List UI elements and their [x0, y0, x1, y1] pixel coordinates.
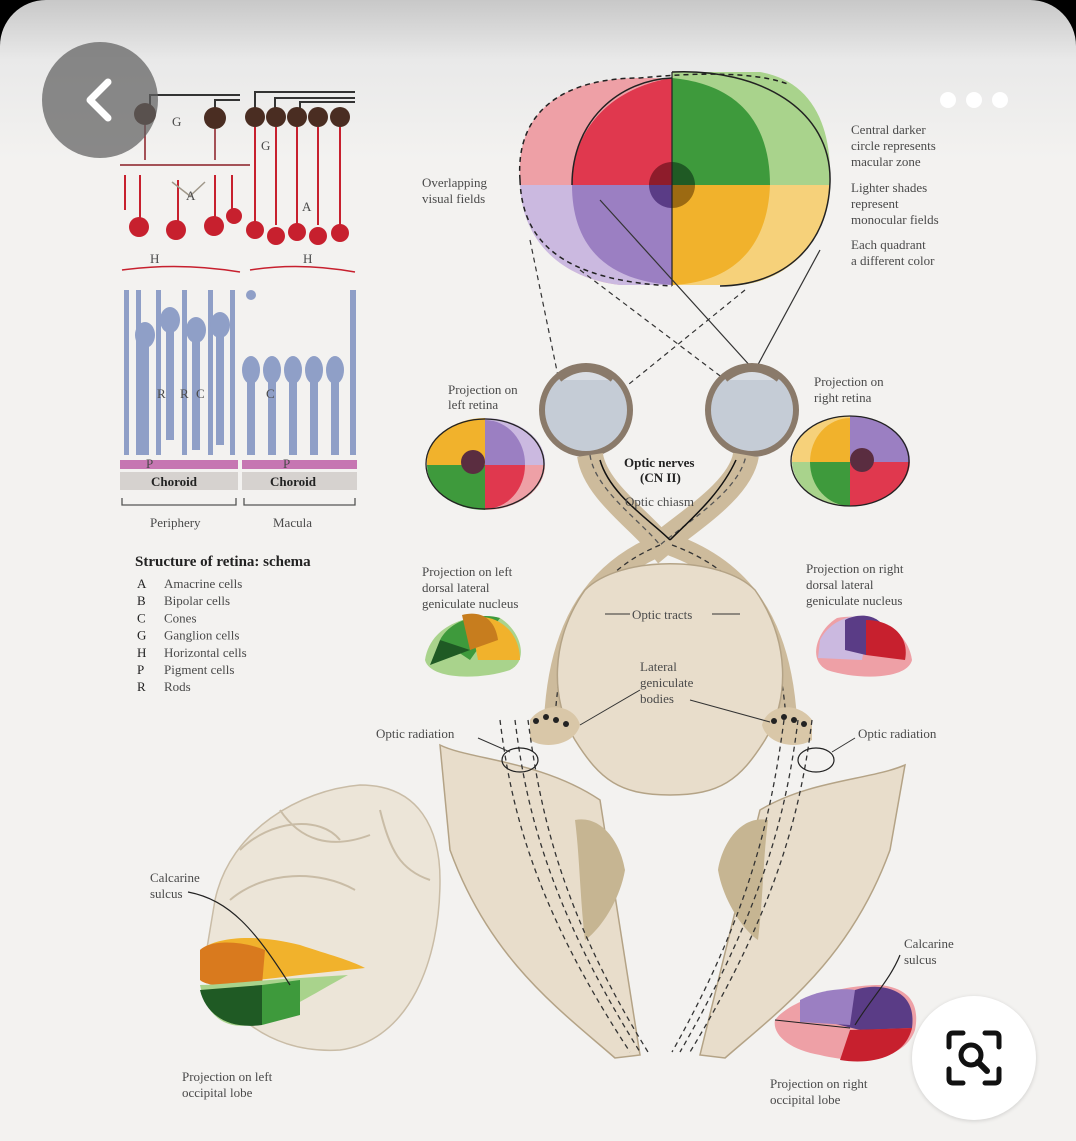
- label-quadrant-1: Each quadrant: [851, 237, 926, 252]
- legend-key: H: [137, 645, 146, 660]
- label-central-2: circle represents: [851, 138, 936, 153]
- label-lighter-3: monocular fields: [851, 212, 939, 227]
- right-eye: [705, 363, 799, 457]
- label-lateral-3: bodies: [640, 691, 674, 706]
- choroid-label-left: Choroid: [151, 474, 198, 489]
- label-optic-chiasm: Optic chiasm: [625, 494, 694, 509]
- label-central-3: macular zone: [851, 154, 921, 169]
- label-h-2: H: [303, 251, 312, 266]
- leader-lines: [477, 613, 856, 753]
- label-proj-right-retina-1: Projection on: [814, 374, 884, 389]
- label-proj-left-occ-2: occipital lobe: [182, 1085, 253, 1100]
- left-occipital-lobe: [187, 784, 441, 1051]
- right-lgn-projection: [816, 615, 912, 677]
- figure-labels: Overlapping visual fields Central darker…: [150, 122, 954, 1107]
- label-h-1: H: [150, 251, 159, 266]
- legend-key: P: [137, 662, 144, 677]
- label-proj-left-lgn-1: Projection on left: [422, 564, 513, 579]
- label-a-2: A: [302, 199, 312, 214]
- lens-search-icon: [946, 1030, 1002, 1086]
- more-dot-3: [992, 92, 1008, 108]
- label-lateral-2: geniculate: [640, 675, 694, 690]
- label-r-1: R: [157, 386, 166, 401]
- chevron-left-icon: [86, 78, 112, 122]
- label-proj-right-lgn-1: Projection on right: [806, 561, 904, 576]
- choroid-label-right: Choroid: [270, 474, 317, 489]
- visual-fields: [518, 71, 831, 287]
- label-proj-right-occ-2: occipital lobe: [770, 1092, 841, 1107]
- label-proj-left-retina-1: Projection on: [448, 382, 518, 397]
- label-proj-right-occ-1: Projection on right: [770, 1076, 868, 1091]
- brainstem: [530, 563, 812, 796]
- label-optic-tracts: Optic tracts: [632, 607, 692, 622]
- label-g-2: G: [261, 138, 270, 153]
- label-proj-left-occ-1: Projection on left: [182, 1069, 273, 1084]
- label-proj-left-retina-2: left retina: [448, 397, 498, 412]
- label-calcarine-left-2: sulcus: [150, 886, 183, 901]
- label-c-2: C: [266, 386, 275, 401]
- left-eye: [539, 363, 633, 457]
- label-proj-right-lgn-2: dorsal lateral: [806, 577, 874, 592]
- retina-schema-title: Structure of retina: schema: [135, 554, 311, 570]
- label-optic-radiation-right: Optic radiation: [858, 726, 937, 741]
- label-c-1: C: [196, 386, 205, 401]
- right-occipital-lobe: [774, 954, 917, 1062]
- legend-name: Pigment cells: [164, 662, 234, 677]
- label-g-1: G: [172, 114, 181, 129]
- label-proj-right-retina-2: right retina: [814, 390, 872, 405]
- legend-name: Amacrine cells: [164, 576, 242, 591]
- label-proj-right-lgn-3: geniculate nucleus: [806, 593, 902, 608]
- label-calcarine-right-1: Calcarine: [904, 936, 954, 951]
- right-retina-projection: [790, 415, 911, 507]
- legend-name: Rods: [164, 679, 191, 694]
- more-dots-icon: [940, 92, 956, 108]
- periphery-neurons: [120, 103, 250, 455]
- label-proj-left-lgn-2: dorsal lateral: [422, 580, 490, 595]
- left-lgn-projection: [425, 613, 521, 677]
- label-optic-nerves-2: (CN II): [640, 470, 681, 485]
- back-button[interactable]: [42, 42, 158, 158]
- more-dot-2: [966, 92, 982, 108]
- legend-name: Cones: [164, 610, 197, 625]
- label-overlapping-2: visual fields: [422, 191, 485, 206]
- label-overlapping-1: Overlapping: [422, 175, 487, 190]
- label-p-1: P: [146, 456, 153, 471]
- legend-key: C: [137, 610, 146, 625]
- label-optic-nerves-1: Optic nerves: [624, 455, 694, 470]
- legend-name: Bipolar cells: [164, 593, 230, 608]
- legend-key: G: [137, 628, 146, 643]
- label-p-2: P: [283, 456, 290, 471]
- label-lighter-2: represent: [851, 196, 899, 211]
- legend-name: Ganglion cells: [164, 628, 239, 643]
- macula-label: Macula: [273, 515, 312, 530]
- retina-schema: G G A A H H R R C C P P Choroid Choroid …: [120, 91, 357, 694]
- lens-search-button[interactable]: [912, 996, 1036, 1120]
- label-calcarine-right-2: sulcus: [904, 952, 937, 967]
- label-quadrant-2: a different color: [851, 253, 935, 268]
- legend-name: Horizontal cells: [164, 645, 247, 660]
- label-optic-radiation-left: Optic radiation: [376, 726, 455, 741]
- label-calcarine-left-1: Calcarine: [150, 870, 200, 885]
- left-retina-projection: [425, 417, 546, 510]
- legend-key: A: [137, 576, 147, 591]
- legend-key: R: [137, 679, 146, 694]
- legend-key: B: [137, 593, 146, 608]
- periphery-label: Periphery: [150, 515, 201, 530]
- macula-neurons: [242, 107, 356, 455]
- label-central-1: Central darker: [851, 122, 926, 137]
- more-options-button[interactable]: [934, 84, 1014, 116]
- label-a-1: A: [186, 188, 196, 203]
- label-lighter-1: Lighter shades: [851, 180, 927, 195]
- cortex-slices: [439, 719, 906, 1059]
- label-proj-left-lgn-3: geniculate nucleus: [422, 596, 518, 611]
- label-r-2: R: [180, 386, 189, 401]
- label-lateral-1: Lateral: [640, 659, 677, 674]
